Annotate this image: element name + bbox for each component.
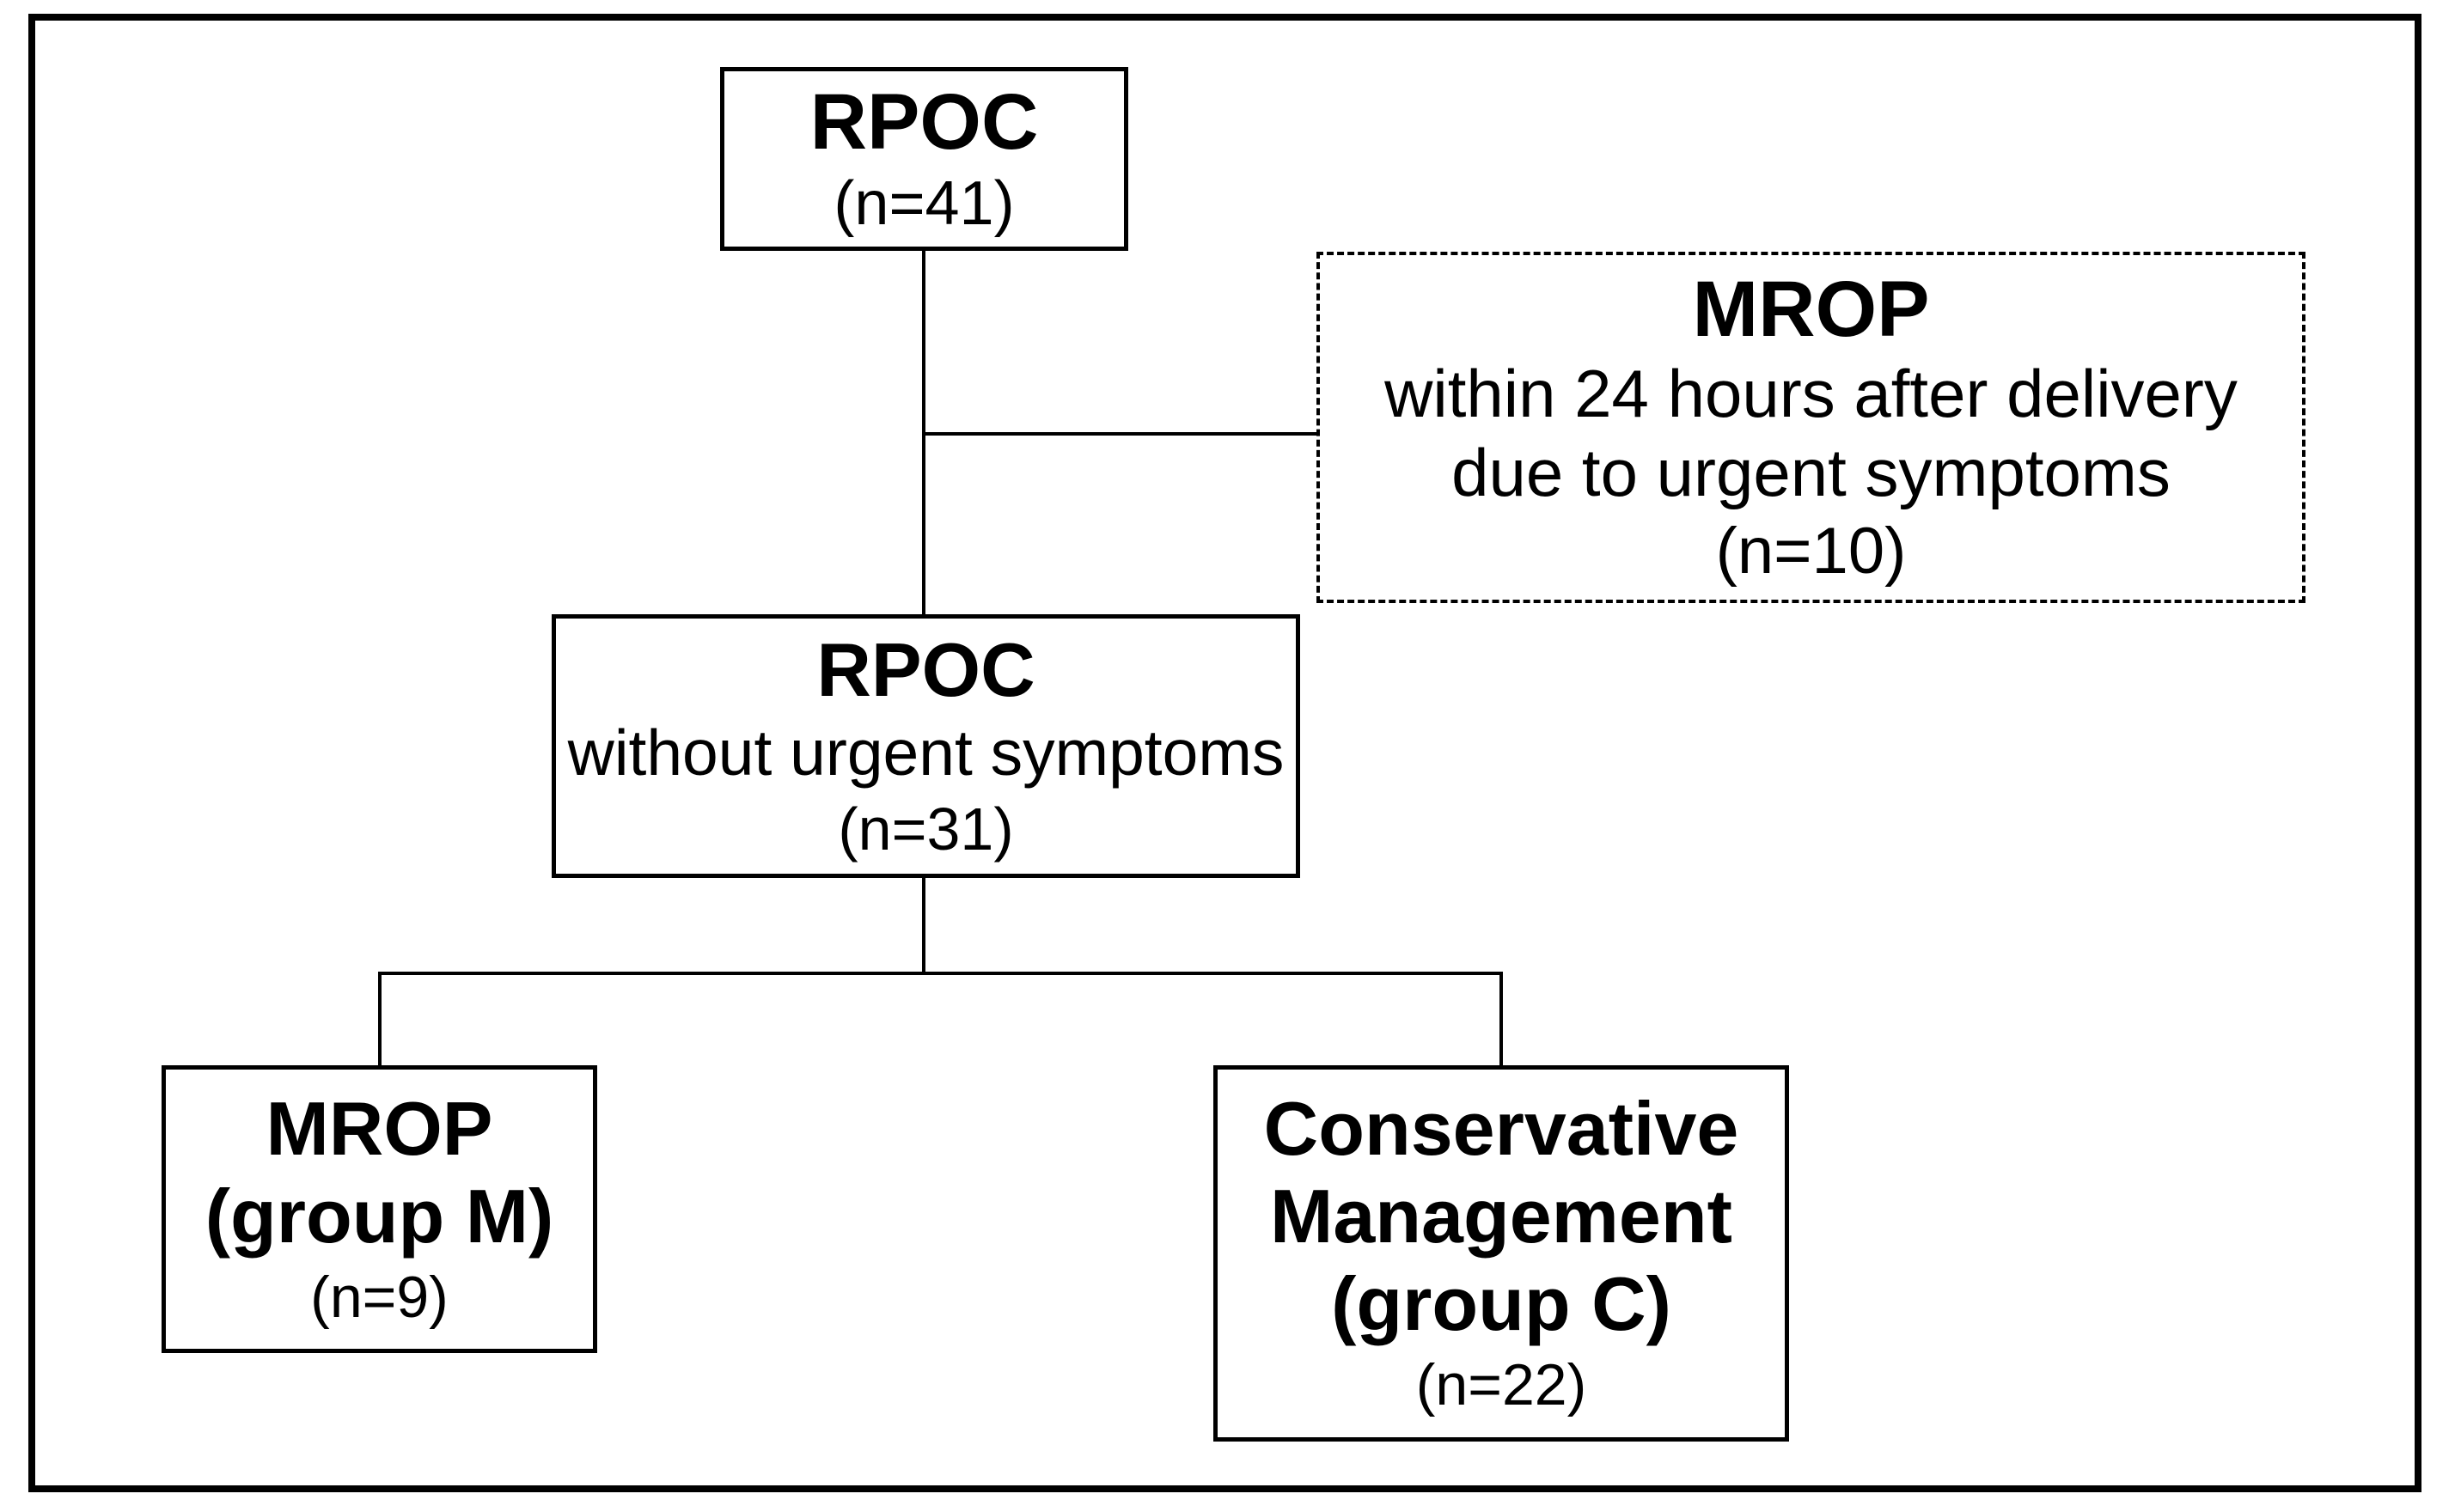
node-rpoc-without-urgent: RPOC without urgent symptoms (n=31) [552,614,1300,878]
node-rpoc-without-urgent-title: RPOC [816,626,1035,712]
connector-branch-right-drop [1499,972,1503,1065]
node-group-m-subtitle: (group M) [205,1173,554,1259]
node-group-c-title-line2: Management [1270,1174,1732,1259]
node-mrop-urgent-title: MROP [1692,265,1930,353]
node-mrop-urgent-count: (n=10) [1715,514,1907,588]
node-mrop-group-m: MROP (group M) (n=9) [162,1065,597,1353]
connector-middle-to-branch [922,878,925,973]
connector-to-exclusion-box [922,432,1318,436]
node-conservative-group-c: Conservative Management (group C) (n=22) [1213,1065,1789,1442]
node-rpoc-total-title: RPOC [809,78,1039,166]
node-rpoc-without-urgent-line1: without urgent symptoms [567,716,1285,789]
node-rpoc-total: RPOC (n=41) [720,67,1128,251]
figure-outer-border [28,14,2421,1492]
node-mrop-urgent-line2: due to urgent symptoms [1451,434,2171,510]
node-group-m-count: (n=9) [310,1264,449,1330]
node-group-c-count: (n=22) [1415,1352,1587,1418]
connector-branch-bar [378,972,1503,975]
connector-branch-left-drop [378,972,382,1065]
node-group-c-title-line3: (group C) [1331,1261,1671,1346]
node-rpoc-total-count: (n=41) [834,169,1015,238]
node-mrop-urgent-exclusion: MROP within 24 hours after delivery due … [1316,252,2305,603]
node-rpoc-without-urgent-count: (n=31) [838,795,1014,863]
node-group-c-title-line1: Conservative [1263,1086,1739,1171]
node-mrop-urgent-line1: within 24 hours after delivery [1384,355,2238,431]
node-group-m-title: MROP [266,1085,493,1171]
